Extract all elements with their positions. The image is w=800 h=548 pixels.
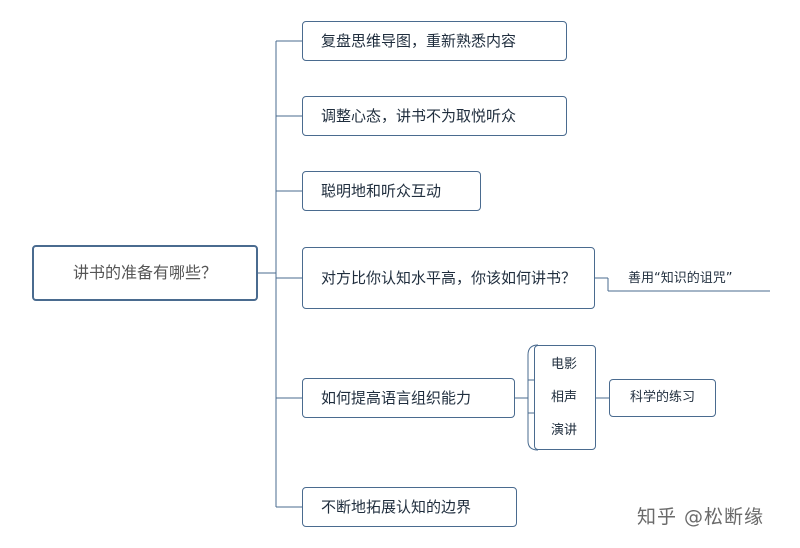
summary-scientific-practice[interactable]: 科学的练习 bbox=[609, 379, 716, 417]
branch-label: 不断地拓展认知的边界 bbox=[321, 498, 472, 516]
watermark: 知乎 @松断缘 bbox=[637, 506, 765, 528]
branch-interact-audience[interactable]: 聪明地和听众互动 bbox=[302, 171, 481, 211]
root-topic[interactable]: 讲书的准备有哪些？ bbox=[32, 245, 258, 301]
branch-label: 复盘思维导图，重新熟悉内容 bbox=[321, 32, 517, 50]
child-movie[interactable]: 电影 bbox=[551, 356, 577, 374]
branch-higher-cognition[interactable]: 对方比你认知水平高，你该如何讲书？ bbox=[302, 247, 595, 309]
branch-label: 调整心态，讲书不为取悦听众 bbox=[321, 107, 517, 125]
root-topic-label: 讲书的准备有哪些？ bbox=[72, 263, 217, 282]
branch-expand-cognition[interactable]: 不断地拓展认知的边界 bbox=[302, 487, 517, 527]
child-group-box bbox=[534, 345, 596, 450]
branch-adjust-mindset[interactable]: 调整心态，讲书不为取悦听众 bbox=[302, 96, 567, 136]
branch-language-ability[interactable]: 如何提高语言组织能力 bbox=[302, 378, 515, 418]
child-label: 电影 bbox=[551, 357, 578, 372]
child-label: 善用“知识的诅咒” bbox=[628, 271, 733, 286]
branch-label: 对方比你认知水平高，你该如何讲书？ bbox=[321, 269, 577, 287]
child-crosstalk[interactable]: 相声 bbox=[551, 389, 577, 407]
child-label: 演讲 bbox=[551, 423, 578, 438]
summary-label: 科学的练习 bbox=[629, 390, 695, 405]
branch-review-mindmap[interactable]: 复盘思维导图，重新熟悉内容 bbox=[302, 21, 567, 61]
child-curse-of-knowledge[interactable]: 善用“知识的诅咒” bbox=[628, 270, 732, 288]
branch-label: 如何提高语言组织能力 bbox=[321, 389, 472, 407]
branch-label: 聪明地和听众互动 bbox=[321, 182, 442, 200]
child-speech[interactable]: 演讲 bbox=[551, 422, 577, 440]
child-label: 相声 bbox=[551, 390, 578, 405]
